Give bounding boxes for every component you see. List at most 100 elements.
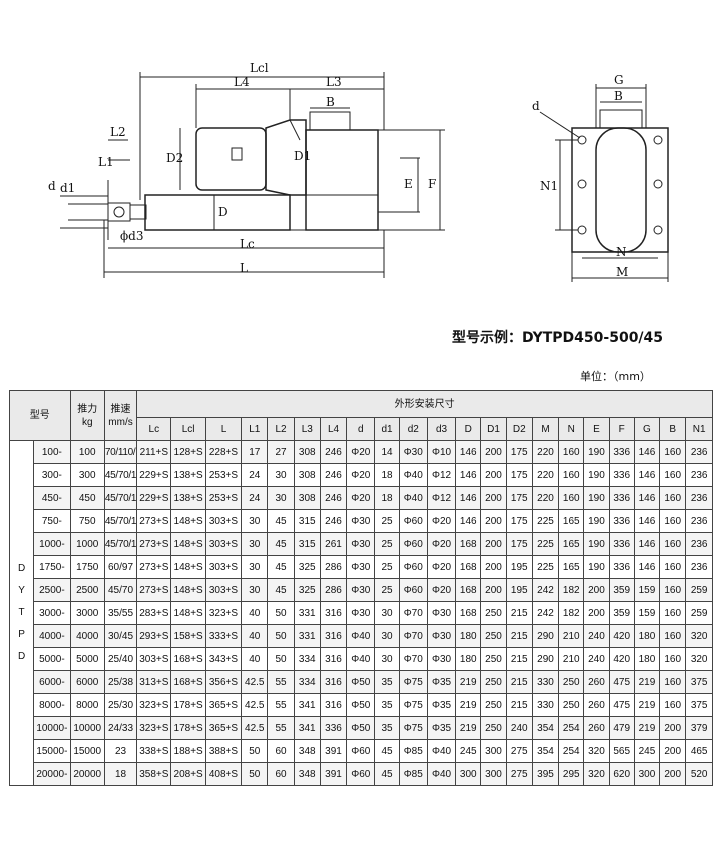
cell-dim: 341 [293, 693, 321, 717]
cell-dim: 259 [685, 578, 713, 602]
cell-dim: 45 [267, 578, 295, 602]
cell-dim: 356+S [204, 670, 243, 694]
label-l: L [240, 261, 248, 275]
cell-dim: 323+S [136, 693, 172, 717]
cell-dim: Φ60 [346, 739, 376, 763]
cell-dim: 320 [685, 624, 713, 648]
cell-dim: 42.5 [241, 670, 269, 694]
cell-dim: 475 [608, 670, 635, 694]
cell-dim: 40 [241, 624, 269, 648]
label-d1-small: d1 [60, 181, 75, 195]
cell-dim: 160 [659, 509, 687, 533]
cell-dim: 242 [531, 578, 560, 602]
cell-dim: 178+S [170, 693, 206, 717]
cell-dim: Φ20 [426, 509, 457, 533]
cell-dim: 60 [267, 739, 295, 763]
cell-dim: 316 [319, 670, 348, 694]
cell-dim: 333+S [204, 624, 243, 648]
cell-dim: 200 [583, 578, 610, 602]
header-force: 推力 kg [69, 390, 105, 441]
cell-dim: 273+S [136, 578, 172, 602]
cell-model: 1750- [33, 555, 71, 579]
cell-dim: Φ30 [398, 440, 428, 464]
cell-dim: 55 [267, 716, 295, 740]
cell-dim: 190 [583, 532, 610, 556]
cell-dim: 45 [267, 555, 295, 579]
cell-dim: Φ60 [398, 532, 428, 556]
cell-dim: 388+S [204, 739, 243, 763]
technical-drawing: Lcl L4 L3 B L2 D2 D1 L1 d d1 D ϕd3 E F L… [48, 61, 669, 282]
cell-dim: 159 [633, 601, 661, 625]
cell-dim: Φ30 [346, 601, 376, 625]
cell-dim: 336 [608, 463, 635, 487]
cell-dim: 160 [558, 486, 585, 510]
cell-dim: 343+S [204, 647, 243, 671]
cell-dim: 336 [319, 716, 348, 740]
cell-dim: Φ30 [426, 601, 457, 625]
cell-dim: 148+S [170, 509, 206, 533]
cell-dim: Φ40 [398, 486, 428, 510]
cell-speed: 23 [103, 739, 138, 763]
label-b: B [326, 95, 335, 109]
cell-dim: 219 [633, 670, 661, 694]
cell-dim: Φ20 [426, 532, 457, 556]
label-d2: D2 [166, 151, 183, 165]
dim-col-header: F [608, 417, 635, 441]
series-letter: D [17, 563, 26, 574]
cell-dim: 254 [558, 739, 585, 763]
cell-dim: 219 [633, 716, 661, 740]
cell-dim: 175 [505, 463, 533, 487]
cell-speed: 25/40 [103, 647, 138, 671]
cell-dim: Φ10 [426, 440, 457, 464]
cell-dim: 330 [531, 670, 560, 694]
cell-dim: 30 [267, 486, 295, 510]
cell-dim: Φ40 [426, 739, 457, 763]
cell-dim: 240 [583, 624, 610, 648]
cell-dim: Φ35 [426, 693, 457, 717]
cell-dim: 395 [531, 762, 560, 786]
cell-dim: 190 [583, 486, 610, 510]
cell-dim: 25 [374, 578, 400, 602]
cell-dim: 146 [455, 440, 482, 464]
label-b-end: B [614, 89, 623, 103]
cell-force: 4000 [69, 624, 105, 648]
dim-col-header: d2 [398, 417, 428, 441]
cell-model: 8000- [33, 693, 71, 717]
cell-model: 4000- [33, 624, 71, 648]
cell-dim: 303+S [204, 509, 243, 533]
cell-dim: 260 [583, 670, 610, 694]
cell-dim: Φ12 [426, 486, 457, 510]
cell-dim: 250 [480, 601, 507, 625]
dim-col-header: N [558, 417, 585, 441]
cell-dim: 25 [374, 555, 400, 579]
dim-col-header: D [455, 417, 482, 441]
cell-dim: 190 [583, 463, 610, 487]
cell-dim: 320 [583, 762, 610, 786]
cell-dim: 160 [659, 486, 687, 510]
cell-force: 3000 [69, 601, 105, 625]
label-d: d [48, 179, 56, 193]
cell-dim: Φ75 [398, 693, 428, 717]
cell-dim: Φ40 [398, 463, 428, 487]
cell-dim: 236 [685, 509, 713, 533]
cell-dim: Φ30 [346, 555, 376, 579]
dim-col-header: Lcl [170, 417, 206, 441]
label-d-end: d [532, 99, 540, 113]
label-g: G [614, 73, 624, 87]
cell-dim: 242 [531, 601, 560, 625]
cell-dim: 30 [374, 647, 400, 671]
cell-dim: 260 [583, 693, 610, 717]
cell-dim: 146 [633, 555, 661, 579]
cell-dim: 250 [480, 624, 507, 648]
series-letter: Y [18, 585, 25, 596]
dim-col-header: N1 [685, 417, 713, 441]
cell-dim: 273+S [136, 555, 172, 579]
cell-dim: 175 [505, 532, 533, 556]
cell-dim: 148+S [170, 578, 206, 602]
cell-dim: 175 [505, 486, 533, 510]
dim-col-header: d [346, 417, 376, 441]
cell-dim: 168 [455, 555, 482, 579]
cell-speed: 24/33 [103, 716, 138, 740]
cell-dim: 336 [608, 555, 635, 579]
